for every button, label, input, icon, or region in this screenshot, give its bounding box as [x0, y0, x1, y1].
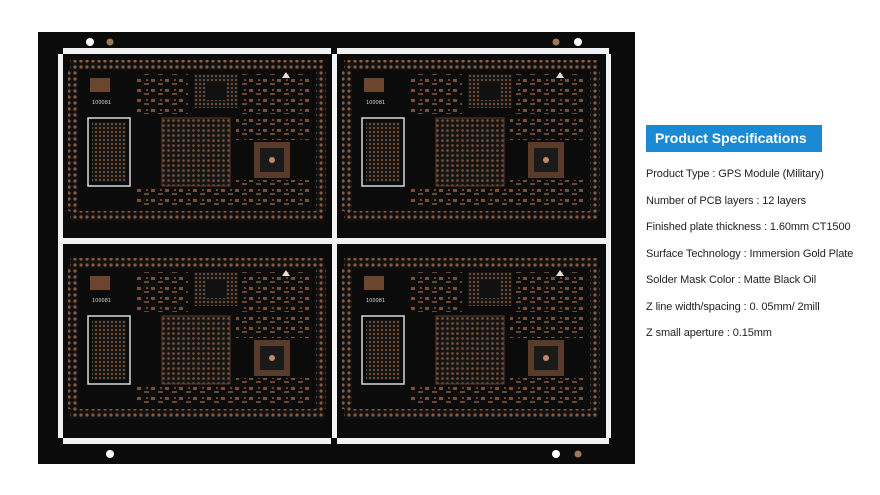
- spec-item-surface-technology: Surface Technology : Immersion Gold Plat…: [646, 247, 854, 260]
- spec-item-pcb-layers: Number of PCB layers : 12 layers: [646, 194, 807, 207]
- spec-item-plate-thickness: Finished plate thickness : 1.60mm CT1500: [646, 221, 851, 233]
- spec-item-aperture: Z small aperture : 0.15mm: [646, 327, 772, 339]
- product-specifications: Product Specifications Product Type : GP…: [646, 125, 876, 355]
- spec-item-solder-mask: Solder Mask Color : Matte Black Oil: [646, 274, 817, 286]
- spec-title: Product Specifications: [646, 125, 822, 152]
- spec-list: Product Type : GPS Module (Military) Num…: [646, 166, 853, 352]
- spec-item-product-type: Product Type : GPS Module (Military): [646, 168, 824, 180]
- spec-item-line-width: Z line width/spacing : 0. 05mm/ 2mill: [646, 300, 820, 313]
